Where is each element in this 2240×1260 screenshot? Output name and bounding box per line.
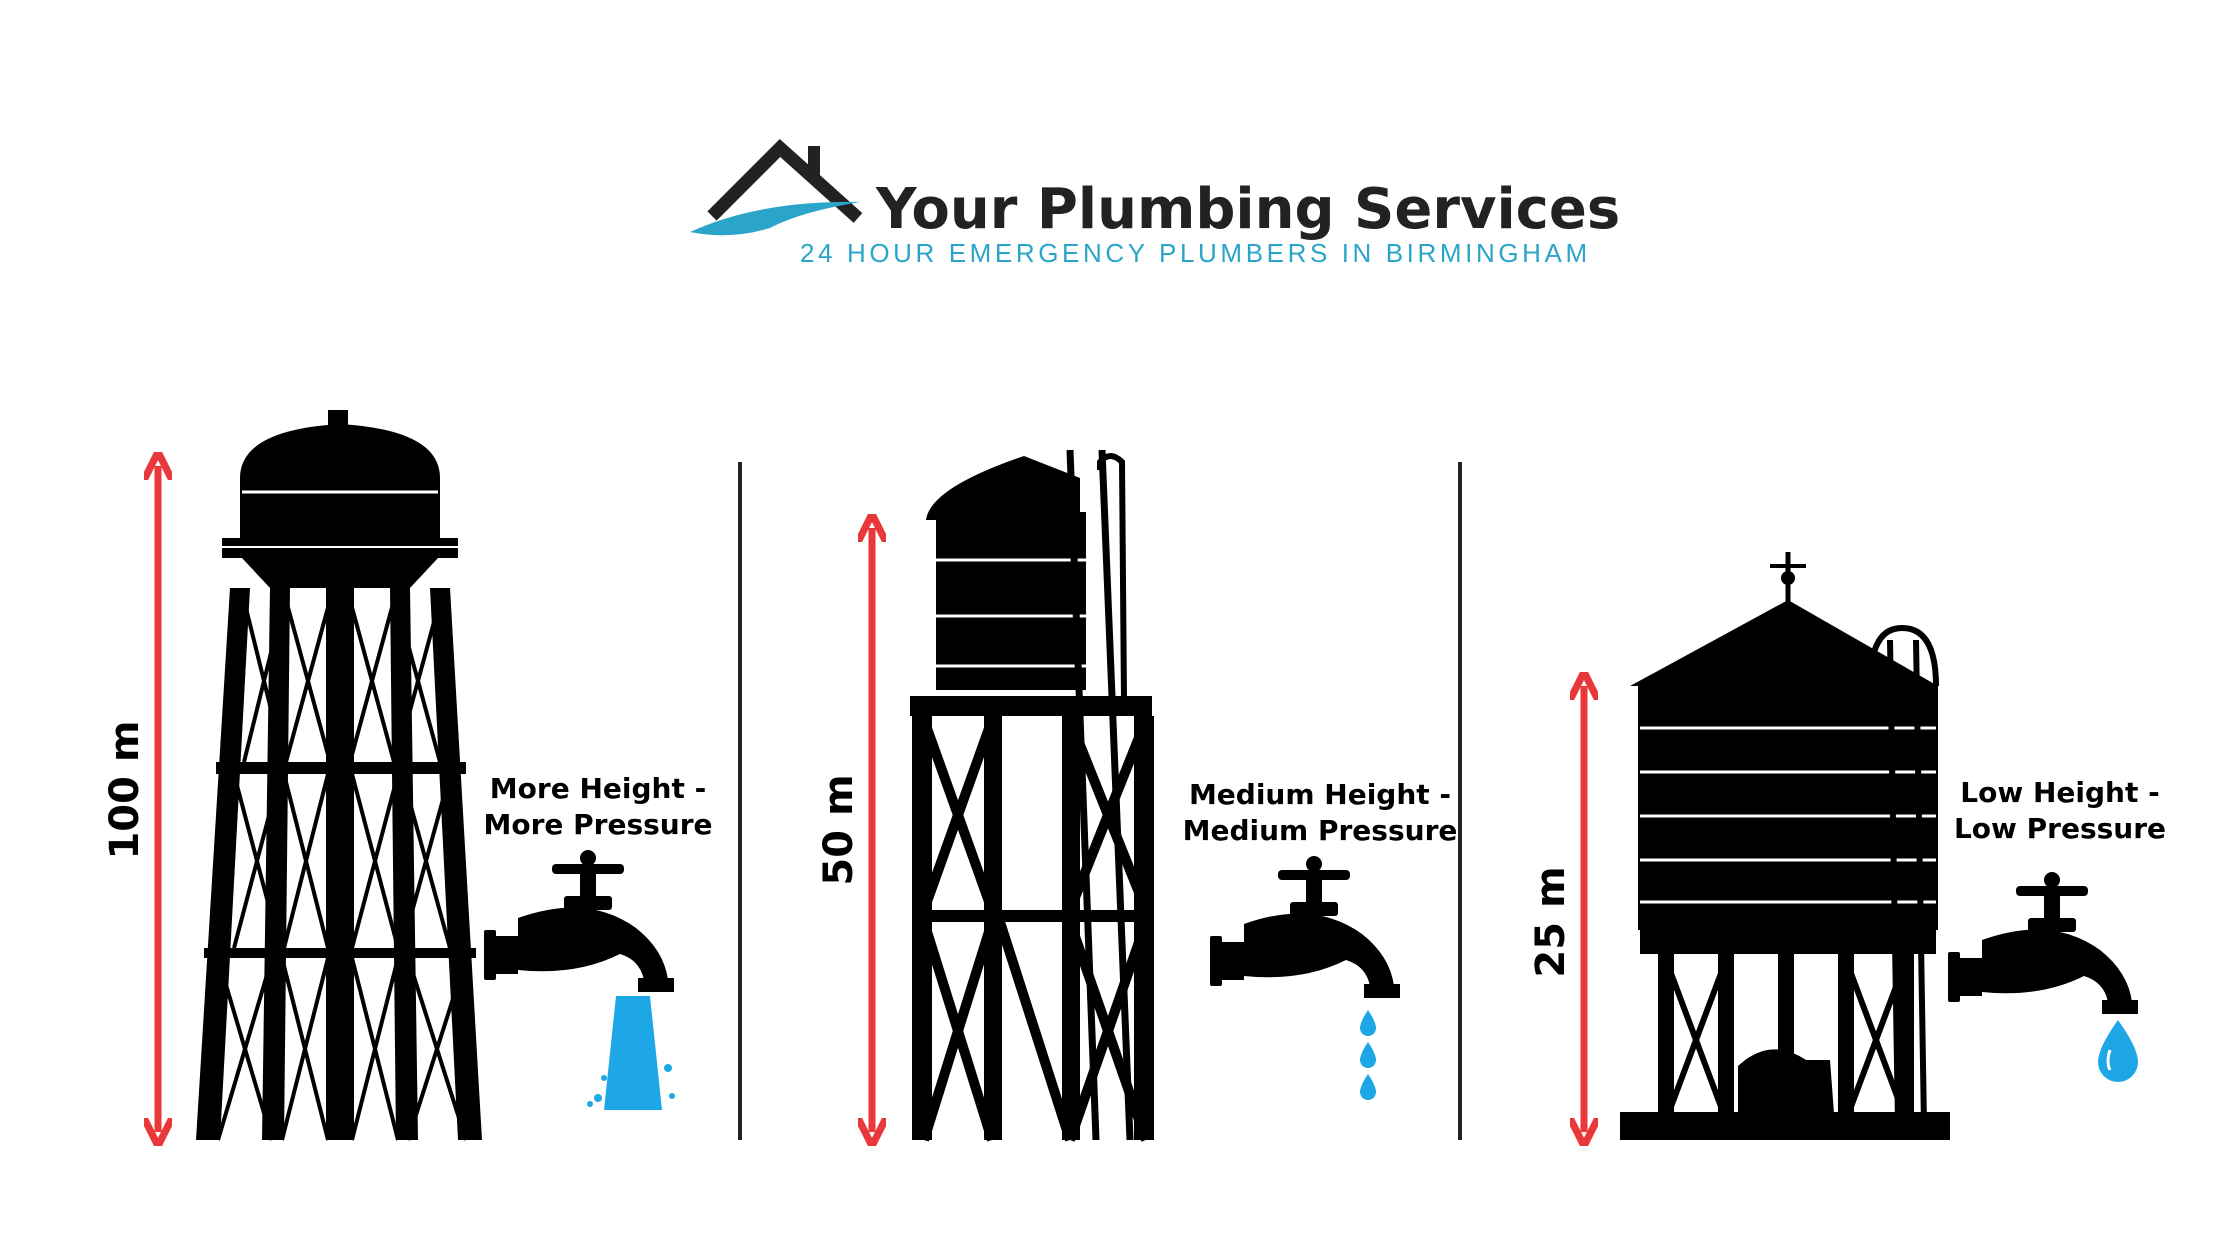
height-label-50m: 50 m [816,774,862,885]
water-drop-icon [2098,1020,2138,1082]
caption-medium-line1: Medium Height - [1189,778,1451,811]
house-roof-icon [690,139,863,236]
faucet-icon [1210,856,1400,998]
caption-low-line1: Low Height - [1960,776,2159,809]
company-logo: Your Plumbing Services 24 HOUR EMERGENCY… [690,139,1620,268]
tower-ladder [1867,624,1939,1125]
faucet-icon [1948,872,2138,1014]
short-tower-silhouette [1620,552,1950,1140]
height-label-25m: 25 m [1528,866,1574,977]
tall-water-tower: 100 m [102,410,713,1140]
medium-tower-silhouette [910,449,1154,1142]
medium-water-tower: 50 m [816,449,1458,1142]
tower-ladder [1066,449,1134,1141]
caption-medium-line2: Medium Pressure [1183,814,1458,847]
water-drips-icon [1360,1010,1376,1100]
caption-low-line2: Low Pressure [1954,812,2166,845]
caption-high-line2: More Pressure [483,808,712,841]
weather-vane-icon [1770,552,1806,608]
short-water-tower: 25 m [1528,552,2166,1140]
caption-high-line1: More Height - [490,772,706,805]
water-stream-icon [587,996,675,1110]
faucet-icon [484,850,674,992]
tall-tower-silhouette [196,410,482,1141]
company-name: Your Plumbing Services [875,177,1620,242]
company-tagline: 24 HOUR EMERGENCY PLUMBERS IN BIRMINGHAM [800,238,1591,268]
height-label-100m: 100 m [102,720,148,859]
